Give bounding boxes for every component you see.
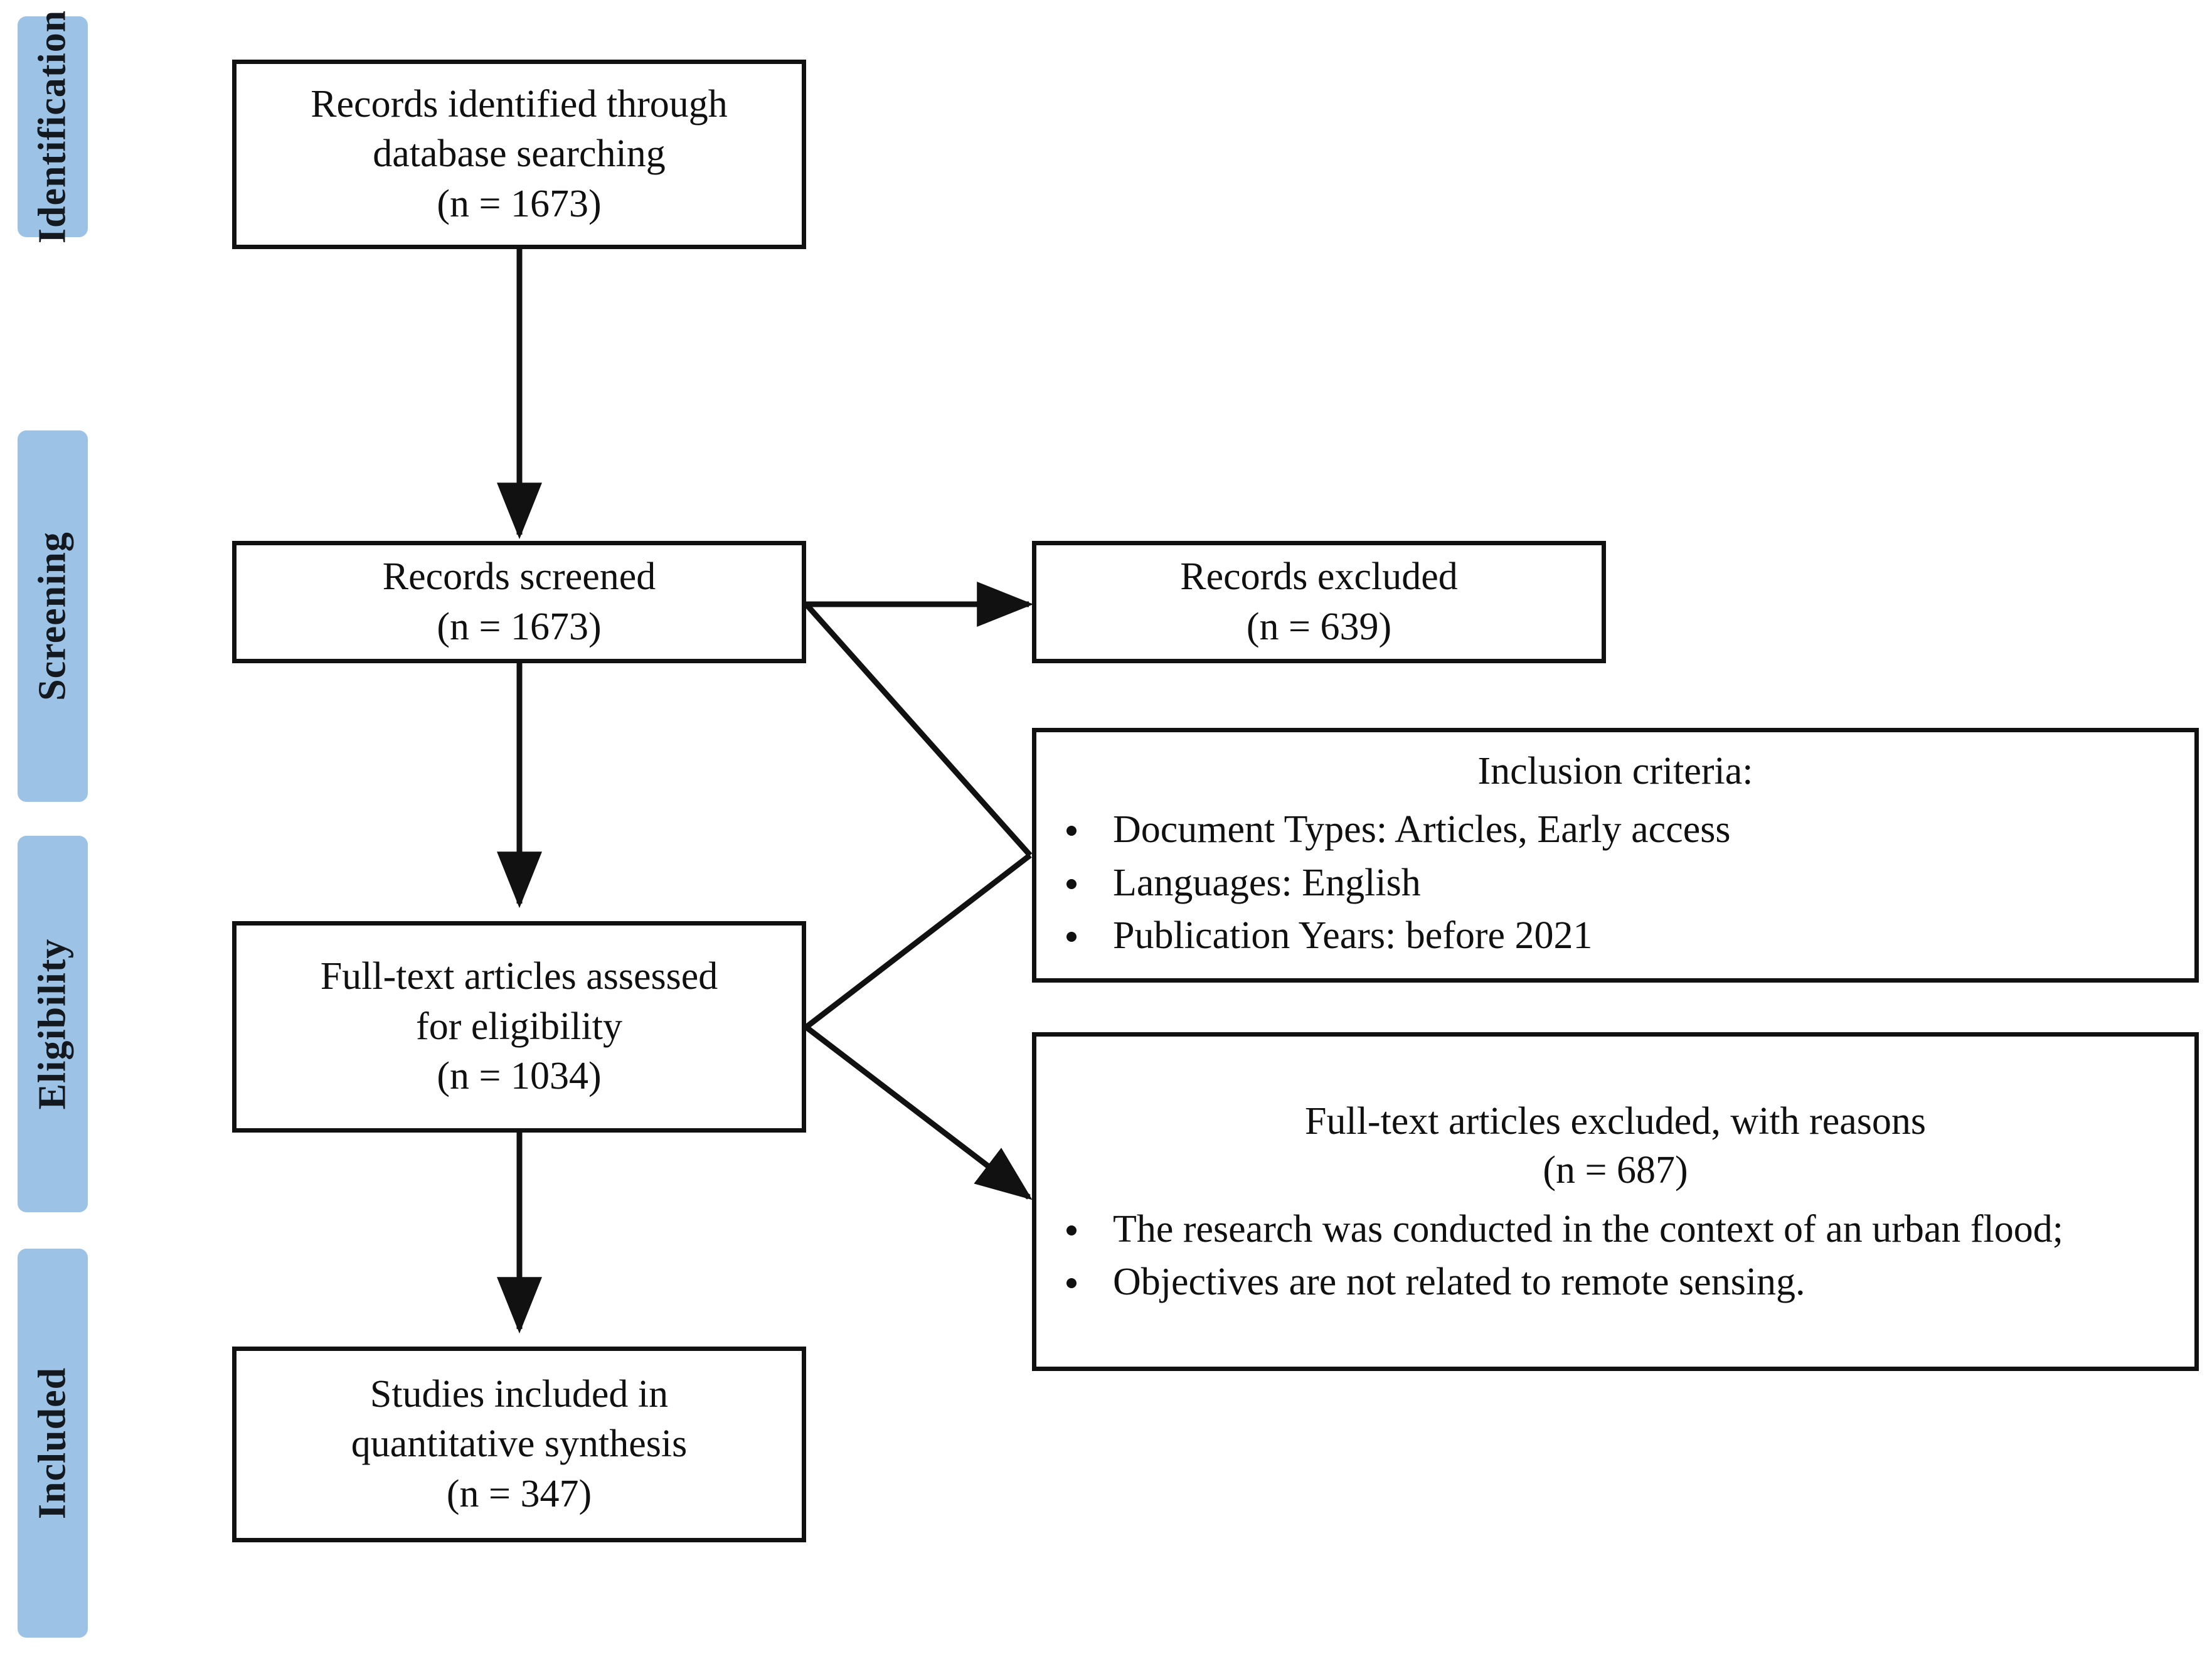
fulltext-excluded-reason-text: Objectives are not related to remote sen… — [1113, 1261, 1805, 1304]
box-studies-included: Studies included in quantitative synthes… — [232, 1347, 806, 1542]
box-records-identified-line-2: database searching — [373, 132, 666, 176]
bullet-icon — [1066, 826, 1077, 836]
box-records-screened: Records screened (n = 1673) — [232, 541, 806, 663]
box-records-screened-line-2: (n = 1673) — [437, 605, 602, 648]
panel-fulltext-excluded: Full-text articles excluded, with reason… — [1032, 1032, 2199, 1371]
panel-fulltext-excluded-title-line-1: Full-text articles excluded, with reason… — [1304, 1100, 1926, 1143]
stage-label-screening: Screening — [31, 531, 74, 701]
inclusion-criteria-item-text: Document Types: Articles, Early access — [1113, 808, 1731, 851]
box-fulltext-assessed: Full-text articles assessed for eligibil… — [232, 921, 806, 1133]
box-studies-included-line-1: Studies included in — [370, 1372, 669, 1416]
bullet-icon — [1066, 1278, 1077, 1289]
box-studies-included-line-2: quantitative synthesis — [351, 1422, 688, 1466]
connector-fulltext-to-excluded — [804, 1025, 1033, 1200]
stage-label-identification: Identification — [31, 9, 74, 244]
box-fulltext-assessed-line-1: Full-text articles assessed — [320, 955, 718, 998]
inclusion-criteria-item: Document Types: Articles, Early access — [1053, 804, 2178, 855]
box-records-identified-line-1: Records identified through — [311, 82, 728, 125]
fulltext-excluded-reason: Objectives are not related to remote sen… — [1053, 1257, 2178, 1308]
box-records-excluded-line-1: Records excluded — [1180, 555, 1458, 599]
box-records-identified-line-3: (n = 1673) — [437, 182, 602, 225]
bullet-icon — [1066, 878, 1077, 889]
panel-inclusion-criteria-list: Document Types: Articles, Early access L… — [1053, 802, 2178, 964]
bullet-icon — [1066, 1225, 1077, 1235]
box-fulltext-assessed-line-2: for eligibility — [416, 1005, 622, 1048]
box-fulltext-assessed-line-3: (n = 1034) — [437, 1055, 602, 1098]
inclusion-criteria-item-text: Publication Years: before 2021 — [1113, 914, 1593, 958]
panel-inclusion-criteria: Inclusion criteria: Document Types: Arti… — [1032, 728, 2199, 983]
stage-label-included: Included — [31, 1367, 74, 1520]
stage-label-eligibility: Eligibility — [31, 938, 74, 1110]
connector-screened-to-inclusion — [804, 602, 1033, 857]
fulltext-excluded-reason: The research was conducted in the contex… — [1053, 1204, 2178, 1255]
bullet-icon — [1066, 932, 1077, 942]
connector-fulltext-to-inclusion — [804, 853, 1032, 1030]
box-studies-included-line-3: (n = 347) — [446, 1472, 592, 1515]
panel-inclusion-criteria-title: Inclusion criteria: — [1477, 750, 1753, 793]
stage-bar-eligibility: Eligibility — [18, 836, 88, 1212]
inclusion-criteria-item: Publication Years: before 2021 — [1053, 910, 2178, 961]
stage-bar-identification: Identification — [18, 10, 88, 243]
stage-bar-screening: Screening — [18, 430, 88, 802]
inclusion-criteria-item-text: Languages: English — [1113, 861, 1421, 904]
stage-bar-included: Included — [18, 1249, 88, 1638]
box-records-excluded: Records excluded (n = 639) — [1032, 541, 1606, 663]
panel-fulltext-excluded-title-line-2: (n = 687) — [1543, 1149, 1688, 1192]
box-records-screened-line-1: Records screened — [382, 555, 656, 599]
box-records-identified: Records identified through database sear… — [232, 60, 806, 249]
box-records-excluded-line-2: (n = 639) — [1246, 605, 1392, 648]
fulltext-excluded-reason-text: The research was conducted in the contex… — [1113, 1207, 2063, 1251]
panel-fulltext-excluded-list: The research was conducted in the contex… — [1053, 1202, 2178, 1310]
inclusion-criteria-item: Languages: English — [1053, 858, 2178, 909]
